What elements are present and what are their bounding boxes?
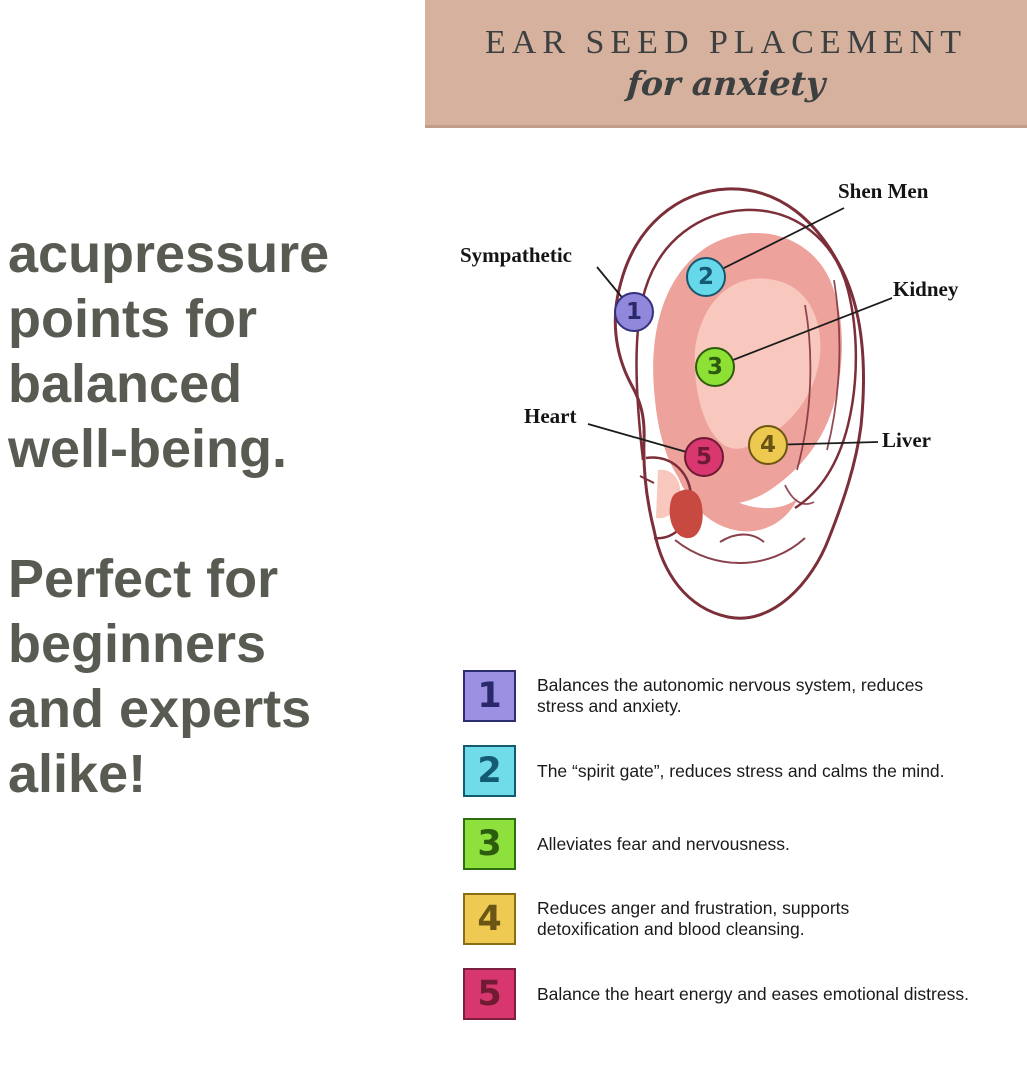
point-marker-4: 4 bbox=[748, 425, 788, 465]
ear-fold-arc-2 bbox=[796, 304, 812, 471]
label-heart: Heart bbox=[524, 404, 577, 428]
legend-swatch-1: 1 bbox=[463, 670, 516, 722]
intro-text-block-1: acupressure points for balanced well-bei… bbox=[8, 222, 368, 482]
legend-item-2: 2 The “spirit gate”, reduces stress and … bbox=[463, 745, 1015, 797]
legend-item-5: 5 Balance the heart energy and eases emo… bbox=[463, 968, 1015, 1020]
point-marker-1: 1 bbox=[614, 292, 654, 332]
legend-line: detoxification and blood cleansing. bbox=[537, 919, 805, 939]
legend-item-4: 4 Reduces anger and frustration, support… bbox=[463, 893, 1015, 945]
ear-highlight-shape bbox=[694, 278, 821, 449]
page-title: EAR SEED PLACEMENT bbox=[485, 24, 967, 61]
label-sympathetic: Sympathetic bbox=[460, 243, 572, 267]
legend-swatch-2: 2 bbox=[463, 745, 516, 797]
ear-canal-shape bbox=[669, 489, 703, 539]
intro-line: acupressure bbox=[8, 224, 330, 284]
ear-illustration bbox=[587, 187, 893, 620]
label-liver: Liver bbox=[882, 428, 931, 452]
intro-line: and experts bbox=[8, 679, 312, 739]
intro-line: beginners bbox=[8, 614, 267, 674]
legend-swatch-4: 4 bbox=[463, 893, 516, 945]
legend-item-1: 1 Balances the autonomic nervous system,… bbox=[463, 670, 1015, 722]
ear-fold-arc-1 bbox=[826, 279, 841, 451]
page-subtitle: for anxiety bbox=[625, 64, 827, 103]
label-kidney: Kidney bbox=[893, 277, 959, 301]
legend-description-3: Alleviates fear and nervousness. bbox=[537, 818, 1015, 870]
ear-fold-arc-3 bbox=[784, 484, 815, 505]
legend-item-3: 3 Alleviates fear and nervousness. bbox=[463, 818, 1015, 870]
ear-notch-line bbox=[639, 475, 655, 484]
leader-line-kidney bbox=[714, 297, 893, 368]
legend-swatch-5: 5 bbox=[463, 968, 516, 1020]
point-marker-5: 5 bbox=[684, 437, 724, 477]
legend-description-5: Balance the heart energy and eases emoti… bbox=[537, 968, 1015, 1020]
intro-line: alike! bbox=[8, 744, 147, 804]
ear-diagram: 1 2 3 4 5 Sympathetic Shen Men Kidney He… bbox=[440, 140, 1027, 660]
intro-line: balanced bbox=[8, 354, 243, 414]
legend-description-4: Reduces anger and frustration, supports … bbox=[537, 893, 1015, 945]
label-shen-men: Shen Men bbox=[838, 179, 929, 203]
intro-line: Perfect for bbox=[8, 549, 279, 609]
intro-line: points for bbox=[8, 289, 257, 349]
legend-line: Balance the heart energy and eases emoti… bbox=[537, 983, 969, 1004]
ear-antitragus-line bbox=[719, 533, 765, 543]
point-marker-3: 3 bbox=[695, 347, 735, 387]
legend-description-2: The “spirit gate”, reduces stress and ca… bbox=[537, 745, 1015, 797]
legend-line: Reduces anger and frustration, supports bbox=[537, 898, 850, 918]
legend-description-1: Balances the autonomic nervous system, r… bbox=[537, 670, 1015, 722]
ear-outline-shape bbox=[613, 187, 865, 620]
header-banner: EAR SEED PLACEMENT for anxiety bbox=[425, 0, 1027, 128]
intro-text-block-2: Perfect for beginners and experts alike! bbox=[8, 547, 368, 807]
leader-line-shen-men bbox=[705, 207, 845, 278]
legend-line: The “spirit gate”, reduces stress and ca… bbox=[537, 760, 945, 781]
legend-line: Balances the autonomic nervous system, r… bbox=[537, 675, 924, 695]
ear-lobe-crease-line bbox=[674, 537, 806, 564]
intro-line: well-being. bbox=[8, 419, 288, 479]
legend-line: stress and anxiety. bbox=[537, 696, 682, 716]
legend-swatch-3: 3 bbox=[463, 818, 516, 870]
legend-line: Alleviates fear and nervousness. bbox=[537, 833, 790, 854]
point-marker-2: 2 bbox=[686, 257, 726, 297]
